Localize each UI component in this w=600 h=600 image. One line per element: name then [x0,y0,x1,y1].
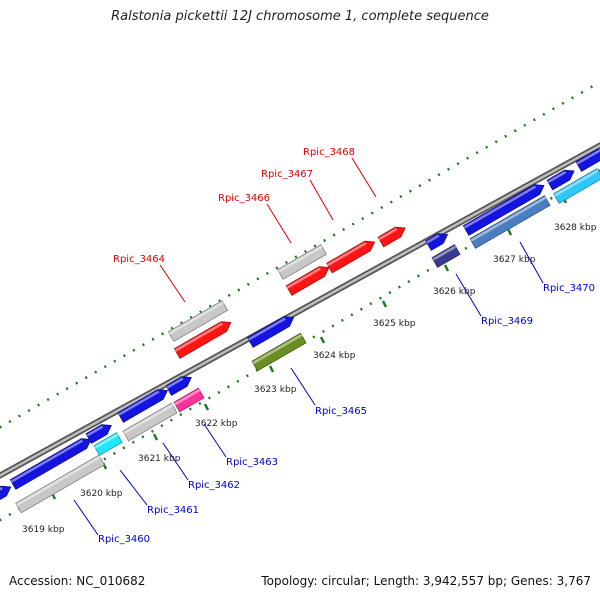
gene-rpic-3462-shine [123,404,174,435]
gene-rpic-3463-upper-shine [166,377,184,389]
gene-label-upper[interactable]: Rpic_3464 [113,254,165,265]
gene-rpic-3461[interactable] [93,432,123,456]
gene-label-upper[interactable]: Rpic_3468 [303,147,355,158]
gene-rpic-3464[interactable] [173,321,232,359]
kbp-tick-label: 3621 kbp [138,454,181,464]
gene-rpic-3469[interactable] [431,244,461,268]
gene-rpic-3467[interactable] [326,240,376,274]
gene-rpic-3469-upper[interactable] [425,233,449,251]
major-tick-mark [506,228,513,236]
gene-rpic-3461-upper[interactable] [9,438,92,490]
gene-leader-line [203,423,227,458]
gene-rpic-3465-upper[interactable] [247,316,295,348]
gene-leader-line [119,469,148,506]
kbp-tick-label: 3624 kbp [313,351,356,361]
gene-rpic-3464-upper-shine [168,301,224,335]
gene-edge-left[interactable] [0,485,12,502]
gene-label-lower[interactable]: Rpic_3465 [315,406,367,417]
gene-label-lower[interactable]: Rpic_3461 [147,505,199,516]
map-title: Ralstonia pickettii 12J chromosome 1, co… [111,9,489,24]
gene-label-lower[interactable]: Rpic_3460 [98,534,150,545]
gene-rpic-3471-shine [554,169,599,197]
gene-rpic-3465-upper-shine [248,317,286,341]
gene-rpic-3469-shine [432,245,457,261]
gene-leader-line [73,499,99,536]
kbp-tick-label: 3625 kbp [373,319,416,329]
gene-leader-line [519,241,544,284]
gene-rpic-3462-upper[interactable] [117,389,169,423]
gene-leader-line [159,264,186,303]
major-tick-mark [203,403,210,411]
gene-rpic-3461-shine [94,433,119,449]
kbp-tick-label: 3620 kbp [80,489,123,499]
topology-summary: Topology: circular; Length: 3,942,557 bp… [261,574,591,588]
gene-rpic-3462[interactable] [122,402,178,442]
gene-leader-line [162,442,189,481]
major-tick-mark [152,433,159,441]
accession-label: Accession: NC_010682 [9,574,146,588]
gene-rpic-3461b[interactable] [85,424,112,444]
gene-rpic-3464-upper[interactable] [167,300,229,342]
gene-rpic-3469-upper-shine [426,234,440,244]
gene-rpic-3470-shine [470,196,547,242]
gene-rpic-3468-shine [378,228,398,241]
kbp-tick-label: 3626 kbp [433,287,476,297]
gene-leader-line [266,203,292,244]
gene-rpic-3463[interactable] [173,387,205,413]
kbp-tick-label: 3628 kbp [554,223,597,233]
gene-label-lower[interactable]: Rpic_3463 [226,457,278,468]
kbp-tick-label: 3622 kbp [195,419,238,429]
gene-rpic-3461b-shine [86,425,104,437]
major-tick-mark [381,300,388,308]
gene-edge-blue-shine [576,149,600,165]
gene-rpic-3460-shine [16,456,101,507]
gene-leader-line [455,273,482,317]
gene-rpic-3465-shine [252,334,303,365]
major-tick-mark [443,264,450,272]
gene-rpic-3462-upper-shine [118,390,160,416]
gene-rpic-3470[interactable] [469,195,551,249]
gene-label-lower[interactable]: Rpic_3470 [543,283,595,294]
gene-rpic-3471-upper-shine [547,171,567,184]
gene-rpic-3464-shine [174,322,223,352]
gene-rpic-3466-upper-shine [278,245,323,273]
gene-rpic-3466-upper[interactable] [277,244,327,280]
gene-rpic-3466[interactable] [285,266,330,296]
gene-label-lower[interactable]: Rpic_3462 [188,480,240,491]
gene-rpic-3465[interactable] [251,332,307,372]
gene-rpic-3471-upper[interactable] [546,169,575,191]
gene-rpic-3466-shine [286,267,321,289]
kbp-tick-label: 3619 kbp [22,525,65,535]
gene-rpic-3463-shine [174,389,201,406]
gene-rpic-3467-shine [327,242,367,267]
major-tick-mark [319,336,326,344]
gene-rpic-3470-upper[interactable] [462,184,545,236]
gene-label-lower[interactable]: Rpic_3469 [481,316,533,327]
major-tick-mark [268,365,275,373]
gene-leader-line [290,367,316,406]
gene-rpic-3460[interactable] [15,454,105,514]
gene-label-upper[interactable]: Rpic_3466 [218,193,270,204]
kbp-tick-label: 3627 kbp [493,255,536,265]
gene-rpic-3461-upper-shine [10,439,84,483]
chromosome-backbone-highlight [0,144,600,477]
kbp-tick-label: 3623 kbp [254,385,297,395]
gene-edge-left-shine [0,487,3,491]
gene-rpic-3470-upper-shine [463,185,537,229]
gene-leader-line [351,157,377,198]
gene-leader-line [309,179,334,221]
gene-label-upper[interactable]: Rpic_3467 [261,169,313,180]
gene-rpic-3463-upper[interactable] [165,376,192,396]
gene-rpic-3468[interactable] [377,226,406,248]
